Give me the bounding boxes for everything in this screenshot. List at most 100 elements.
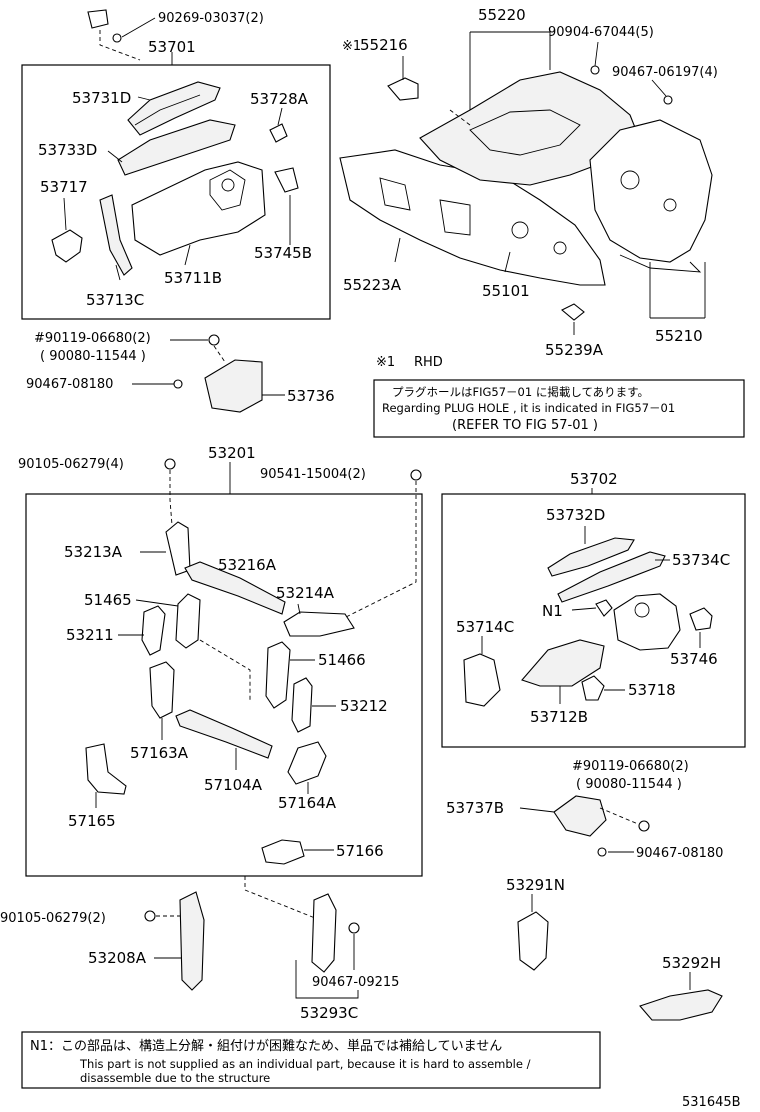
- bolt-90119-a-icon: [208, 334, 220, 346]
- label-53718: 53718: [628, 681, 676, 699]
- part-57104a-icon: [175, 709, 273, 759]
- plug-hole-note-en: Regarding PLUG HOLE , it is indicated in…: [382, 401, 675, 415]
- group-53701: 90269-03037(2) 53701 53731D 53728A 53733…: [38, 9, 312, 309]
- part-57165-icon: [85, 743, 127, 795]
- label-57163a: 57163A: [130, 744, 189, 762]
- clip-90467-09215-icon: [348, 922, 360, 934]
- clip-90467-06197-icon: [663, 95, 673, 105]
- label-53713c: 53713C: [86, 291, 144, 309]
- label-90105-b: 90105-06279(2): [0, 911, 106, 926]
- label-90119-a: #90119-06680(2): [34, 331, 151, 346]
- part-53732d-icon: [547, 537, 635, 577]
- label-57166: 57166: [336, 842, 384, 860]
- part-51465-icon: [175, 593, 201, 649]
- part-53713c-icon: [99, 194, 133, 276]
- part-53291n-icon: [517, 911, 549, 971]
- label-53732d: 53732D: [546, 506, 605, 524]
- frame-plug-hole-note: [373, 379, 745, 438]
- group-53737b: #90119-06680(2) ( 90080-11544 ) 53737B 9…: [446, 759, 723, 861]
- bolt-90119-b-icon: [638, 820, 650, 832]
- part-57166-icon: [261, 839, 305, 865]
- label-53701: 53701: [148, 38, 196, 56]
- label-53702: 53702: [570, 470, 618, 488]
- label-55216: 55216: [360, 36, 408, 54]
- part-57163a-icon: [149, 661, 175, 719]
- part-53214a-icon: [283, 611, 355, 637]
- label-53293c: 53293C: [300, 1004, 358, 1022]
- label-57104a: 57104A: [204, 776, 263, 794]
- part-53734c-icon: [557, 551, 666, 603]
- label-53734c: 53734C: [672, 551, 730, 569]
- label-90467-08180-a: 90467-08180: [26, 377, 113, 392]
- part-55239a-icon: [561, 303, 585, 321]
- part-53718-icon: [581, 675, 605, 701]
- part-53746-icon: [689, 607, 713, 631]
- frame-53702: [441, 493, 746, 748]
- label-55101: 55101: [482, 282, 530, 300]
- plug-hole-note-jp: プラグホールはFIG57－01 に掲載してあります。: [392, 385, 649, 399]
- label-53712b: 53712B: [530, 708, 588, 726]
- label-53714c: 53714C: [456, 618, 514, 636]
- label-90904: 90904-67044(5): [548, 25, 654, 40]
- nut-90541-icon: [410, 469, 422, 481]
- group-53736: #90119-06680(2) ( 90080-11544 ) 90467-08…: [26, 331, 335, 413]
- label-53711b: 53711B: [164, 269, 222, 287]
- group-lower-left: 90105-06279(2) 53208A 90467-09215 53293C: [0, 876, 399, 1022]
- part-53714c-icon: [463, 653, 501, 707]
- label-57164a: 57164A: [278, 794, 337, 812]
- bolt-90105-a-icon: [164, 458, 176, 470]
- label-55223a: 55223A: [343, 276, 402, 294]
- label-90080-a: ( 90080-11544 ): [40, 349, 146, 364]
- part-53712b-icon: [521, 639, 605, 687]
- bolt-90105-b-icon: [144, 910, 156, 922]
- part-53712-body-icon: [613, 593, 681, 651]
- label-57165: 57165: [68, 812, 116, 830]
- label-90105-a: 90105-06279(4): [18, 457, 124, 472]
- bolt-90467-08180-b-icon: [597, 847, 607, 857]
- diagram-id: 531645B: [682, 1095, 741, 1110]
- part-53211-icon: [141, 605, 166, 656]
- bracket-90269-icon: [87, 9, 109, 29]
- label-90467-09215: 90467-09215: [312, 975, 399, 990]
- frame-53701: [21, 64, 331, 320]
- label-53208a: 53208A: [88, 949, 147, 967]
- frame-53201: [25, 493, 423, 877]
- label-55210: 55210: [655, 327, 703, 345]
- part-53736-icon: [204, 359, 263, 413]
- label-90541: 90541-15004(2): [260, 467, 366, 482]
- part-53737b-icon: [553, 795, 607, 837]
- rhd-mark: ※1: [376, 355, 395, 370]
- part-51466-icon: [265, 641, 291, 709]
- label-55220: 55220: [478, 6, 526, 24]
- bolt-90467-08180-a-icon: [173, 379, 183, 389]
- group-53201: 90105-06279(4) 53201 90541-15004(2) 5321…: [18, 444, 422, 865]
- label-90080-b: ( 90080-11544 ): [576, 777, 682, 792]
- part-53717-icon: [51, 229, 83, 263]
- label-53212: 53212: [340, 697, 388, 715]
- label-90119-b: #90119-06680(2): [572, 759, 689, 774]
- part-53208a-icon: [179, 891, 205, 991]
- part-57164a-icon: [287, 741, 327, 785]
- n1-note-en-2: disassemble due to the structure: [80, 1071, 270, 1085]
- label-51466: 51466: [318, 651, 366, 669]
- label-53745b: 53745B: [254, 244, 312, 262]
- label-55239a: 55239A: [545, 341, 604, 359]
- label-53731d: 53731D: [72, 89, 131, 107]
- part-53745b-icon: [274, 167, 299, 193]
- label-53216a: 53216A: [218, 556, 277, 574]
- label-53214a: 53214A: [276, 584, 335, 602]
- part-53292h-icon: [639, 989, 723, 1021]
- group-53702: 53702 53732D 53734C N1 53746 53714C 5371…: [456, 470, 730, 726]
- label-53746: 53746: [670, 650, 718, 668]
- rhd-text: RHD: [414, 355, 443, 370]
- part-n1-icon: [595, 599, 613, 617]
- label-53733d: 53733D: [38, 141, 97, 159]
- part-53213a-icon: [165, 521, 191, 576]
- label-53201: 53201: [208, 444, 256, 462]
- plug-hole-note-ref: (REFER TO FIG 57-01 ): [452, 418, 598, 433]
- part-53728a-icon: [269, 123, 288, 143]
- n1-note-en-1: This part is not supplied as an individu…: [79, 1057, 531, 1071]
- part-53212-icon: [291, 677, 313, 733]
- part-53711b-icon: [131, 161, 266, 256]
